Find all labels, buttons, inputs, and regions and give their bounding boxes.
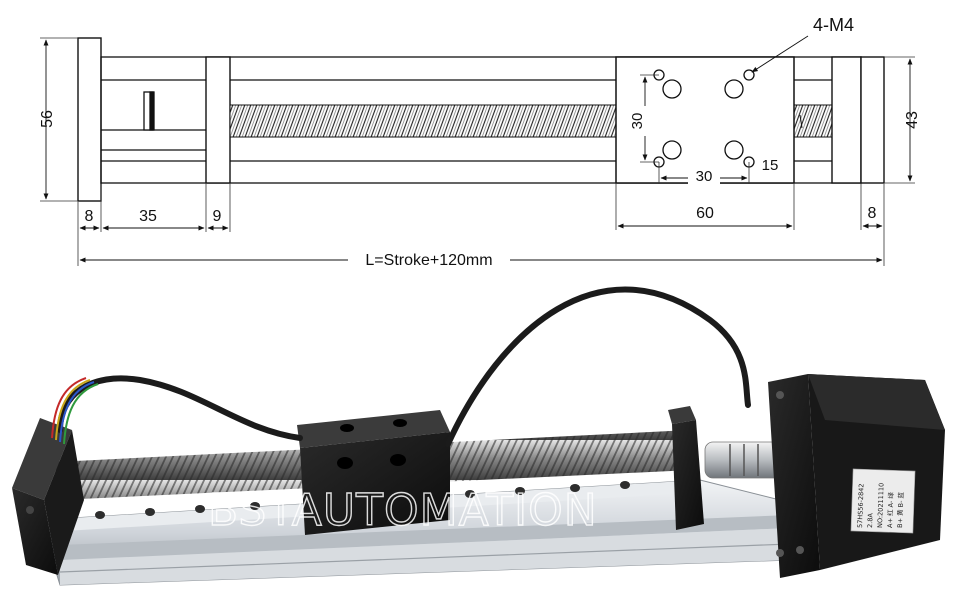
dim-hole-spacing-vertical: 30 (629, 113, 646, 130)
carriage-photo (297, 410, 450, 535)
right-bearing-block (831, 56, 862, 184)
left-coupling (143, 91, 155, 131)
mount-hole-large (662, 79, 682, 99)
dim-hole-spacing-horizontal: 30 (696, 168, 713, 185)
dim-carriage-width: 60 (696, 205, 714, 222)
dim-end-plate-right: 8 (868, 205, 877, 222)
ball-screw (229, 104, 617, 138)
dim-gap-left: 35 (139, 208, 157, 225)
mount-hole-large (724, 140, 744, 160)
mount-hole-large (724, 79, 744, 99)
motor-wiring-a: A+ 红 A- 绿 (885, 492, 895, 529)
dim-height-left: 56 (39, 110, 56, 128)
motor-cable (445, 286, 751, 447)
dim-end-plate-left: 8 (85, 208, 94, 225)
ball-screw-right (793, 104, 833, 138)
rail-slots (95, 481, 630, 519)
left-end-plate (77, 37, 102, 202)
watermark: BSTAUTOMATION (208, 485, 598, 536)
motor-serial: NO:20211110 (876, 483, 886, 528)
product-photo: 57HS56-2842 2.8A NO:20211110 A+ 红 A- 绿 B… (12, 286, 945, 586)
dim-total-length: L=Stroke+120mm (365, 252, 492, 269)
mount-hole-large (662, 140, 682, 160)
motor-label (850, 468, 916, 534)
stepper-motor (768, 374, 945, 578)
shaft-coupler (704, 441, 784, 479)
hole-callout: 4-M4 (813, 15, 854, 35)
technical-drawing: 56 43 8 35 9 60 8 30 30 15 4-M4 L=Stroke… (39, 15, 921, 270)
sensor-wires (51, 377, 99, 445)
m4-hole (743, 69, 755, 81)
motor-label-text: 57HS56-2842 2.8A NO:20211110 A+ 红 A- 绿 B… (856, 483, 905, 528)
motor-model: 57HS56-2842 (856, 483, 866, 528)
dim-height-right: 43 (904, 111, 921, 129)
dim-bearing-left: 9 (213, 208, 222, 225)
aluminum-rail (39, 479, 801, 586)
right-bearing-block-photo (668, 406, 704, 530)
left-bearing-block (205, 56, 231, 184)
sensor-cable (57, 375, 303, 441)
right-end-plate (860, 56, 885, 184)
dim-hole-offset: 15 (762, 157, 779, 174)
motor-wiring-b: B+ 黄 B- 蓝 (895, 491, 905, 528)
motor-current: 2.8A (866, 512, 875, 528)
